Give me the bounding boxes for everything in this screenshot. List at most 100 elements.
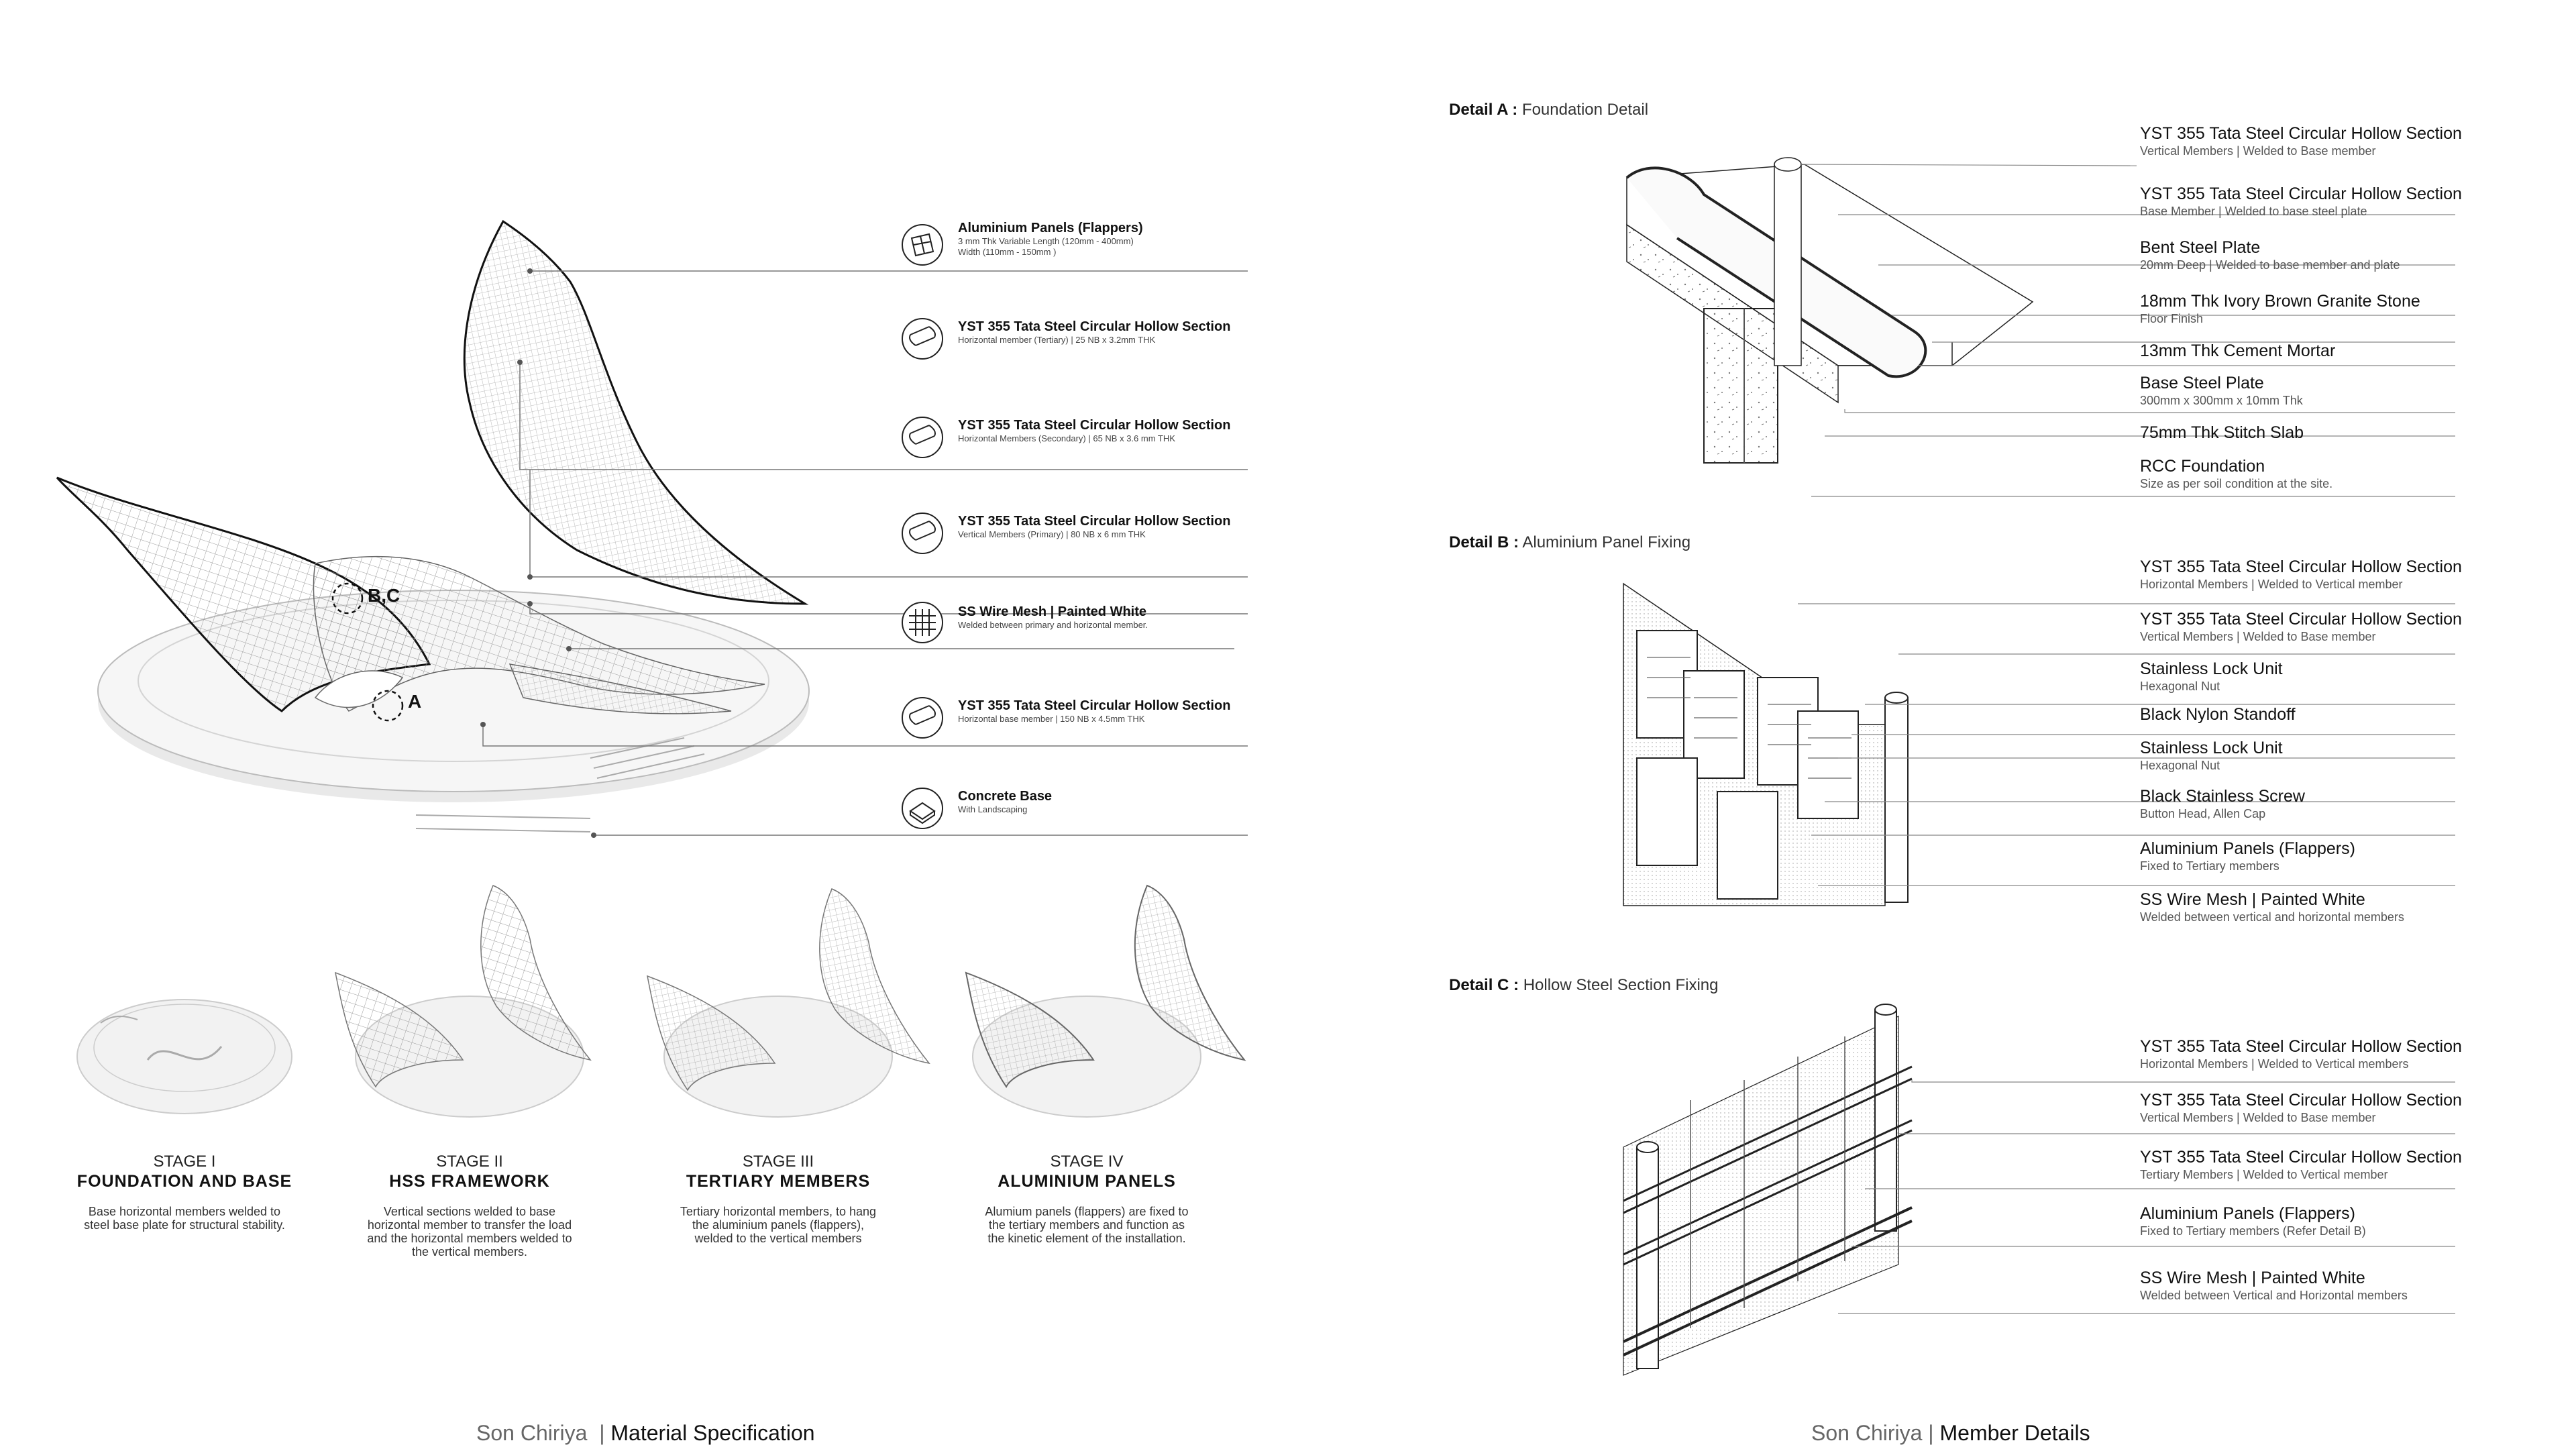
detail-item-title: SS Wire Mesh | Painted White — [2140, 1269, 2365, 1287]
base-steps — [415, 737, 705, 833]
detail-item-subtitle: 20mm Deep | Welded to base member and pl… — [2140, 258, 2400, 272]
detail-item-subtitle: Fixed to Tertiary members — [2140, 859, 2279, 873]
stage-1-thumb — [76, 999, 292, 1114]
stage-name: TERTIARY MEMBERS — [686, 1172, 871, 1191]
detail-item-subtitle: 300mm x 300mm x 10mm Thk — [2140, 394, 2303, 407]
left-label-subtitle: Width (110mm - 150mm ) — [958, 247, 1057, 257]
detail-name: Aluminium Panel Fixing — [1522, 533, 1691, 551]
detail-item-title: RCC Foundation — [2140, 457, 2265, 476]
detail-item-subtitle: Base Member | Welded to base steel plate — [2140, 205, 2367, 218]
detail-item-subtitle: Size as per soil condition at the site. — [2140, 477, 2333, 490]
detail-item: Black Nylon Standoff — [2140, 704, 2296, 724]
left-label-item: YST 355 Tata Steel Circular Hollow Secti… — [958, 513, 1230, 540]
left-label-title: YST 355 Tata Steel Circular Hollow Secti… — [958, 514, 1231, 529]
detail-heading: Detail B : Aluminium Panel Fixing — [1449, 533, 1690, 552]
stage-name: HSS FRAMEWORK — [389, 1172, 550, 1191]
detail-item-subtitle: Welded between Vertical and Horizontal m… — [2140, 1289, 2408, 1302]
stage-description-line: horizontal member to transfer the load — [367, 1218, 572, 1232]
wing-opening — [314, 670, 404, 708]
detail-item: YST 355 Tata Steel Circular Hollow Secti… — [2140, 123, 2462, 158]
detail-key: Detail B : — [1449, 533, 1519, 551]
detail-b-leaders — [1798, 603, 2455, 886]
stage-number: STAGE II — [436, 1152, 503, 1171]
detail-item-subtitle: Hexagonal Nut — [2140, 759, 2220, 772]
detail-item-subtitle: Floor Finish — [2140, 312, 2204, 325]
detail-item: Aluminium Panels (Flappers)Fixed to Tert… — [2140, 839, 2355, 873]
left-label-subtitle: Horizontal Members (Secondary) | 65 NB x… — [958, 433, 1175, 443]
detail-item-subtitle: Vertical Members | Welded to Base member — [2140, 144, 2376, 158]
detail-item-title: Stainless Lock Unit — [2140, 659, 2283, 678]
detail-item-title: Aluminium Panels (Flappers) — [2140, 1204, 2355, 1223]
left-label-item: YST 355 Tata Steel Circular Hollow Secti… — [958, 698, 1230, 724]
detail-item-title: Aluminium Panels (Flappers) — [2140, 839, 2355, 858]
stage-name: ALUMINIUM PANELS — [998, 1172, 1176, 1191]
detail-item: Aluminium Panels (Flappers)Fixed to Tert… — [2140, 1203, 2366, 1238]
detail-item-subtitle: Horizontal Members | Welded to Vertical … — [2140, 1057, 2409, 1071]
detail-item: 75mm Thk Stitch Slab — [2140, 423, 2304, 443]
detail-item: YST 355 Tata Steel Circular Hollow Secti… — [2140, 184, 2462, 219]
detail-item: YST 355 Tata Steel Circular Hollow Secti… — [2140, 1090, 2462, 1125]
stage-description-line: and the horizontal members welded to — [367, 1232, 572, 1245]
stage-description-line: welded to the vertical members — [694, 1232, 862, 1245]
stage-description-line: the vertical members. — [411, 1245, 528, 1258]
left-label-subtitle: Vertical Members (Primary) | 80 NB x 6 m… — [958, 529, 1146, 539]
footer-right-project: Son Chiriya — [1811, 1421, 1923, 1445]
detail-item-title: Black Nylon Standoff — [2140, 705, 2296, 724]
left-label-subtitle: Welded between primary and horizontal me… — [958, 620, 1148, 630]
detail-item-title: YST 355 Tata Steel Circular Hollow Secti… — [2140, 1091, 2462, 1110]
detail-item-title: Base Steel Plate — [2140, 374, 2264, 392]
callout-a-label: A — [408, 691, 422, 712]
main-axonometric — [56, 219, 1248, 838]
detail-item-title: 13mm Thk Cement Mortar — [2140, 341, 2336, 360]
stage-description-line: Alumium panels (flappers) are fixed to — [985, 1205, 1189, 1218]
detail-item-title: YST 355 Tata Steel Circular Hollow Secti… — [2140, 557, 2462, 576]
detail-key: Detail C : — [1449, 976, 1519, 994]
detail-item-title: Bent Steel Plate — [2140, 238, 2261, 257]
detail-item-title: SS Wire Mesh | Painted White — [2140, 890, 2365, 909]
stage-description-line: the aluminium panels (flappers), — [692, 1218, 865, 1232]
callout-bc-label: B,C — [368, 585, 400, 606]
stage-description-line: the kinetic element of the installation. — [987, 1232, 1186, 1245]
detail-item-title: YST 355 Tata Steel Circular Hollow Secti… — [2140, 184, 2462, 203]
detail-item-title: 18mm Thk Ivory Brown Granite Stone — [2140, 292, 2420, 311]
left-label-title: YST 355 Tata Steel Circular Hollow Secti… — [958, 698, 1231, 713]
footer-left-project: Son Chiriya — [476, 1421, 588, 1445]
detail-item: YST 355 Tata Steel Circular Hollow Secti… — [2140, 609, 2462, 644]
detail-item-title: YST 355 Tata Steel Circular Hollow Secti… — [2140, 124, 2462, 143]
stage-number: STAGE IV — [1050, 1152, 1124, 1171]
stage-4-thumb — [965, 884, 1246, 1118]
left-label-item: YST 355 Tata Steel Circular Hollow Secti… — [958, 417, 1230, 444]
detail-item-subtitle: Button Head, Allen Cap — [2140, 807, 2266, 820]
stage-2-thumb — [334, 885, 592, 1118]
detail-c-leaders — [1838, 1080, 2455, 1314]
left-label-item: YST 355 Tata Steel Circular Hollow Secti… — [958, 319, 1230, 345]
detail-item-title: Black Stainless Screw — [2140, 787, 2305, 806]
stage-number: STAGE I — [153, 1152, 216, 1171]
left-label-title: YST 355 Tata Steel Circular Hollow Secti… — [958, 418, 1231, 433]
right-wing — [463, 219, 809, 605]
footer-right-section: Member Details — [1939, 1421, 2090, 1445]
left-label-title: SS Wire Mesh | Painted White — [958, 604, 1147, 619]
detail-item-subtitle: Tertiary Members | Welded to Vertical me… — [2140, 1168, 2388, 1181]
callout-a-circle — [372, 690, 404, 722]
label-icons — [902, 224, 943, 829]
detail-item: Base Steel Plate 300mm x 300mm x 10mm Thk — [2140, 373, 2303, 408]
detail-item-title: YST 355 Tata Steel Circular Hollow Secti… — [2140, 1148, 2462, 1167]
detail-name: Hollow Steel Section Fixing — [1523, 976, 1719, 994]
detail-item-subtitle: Vertical Members | Welded to Base member — [2140, 1111, 2376, 1124]
stage-description-line: the tertiary members and function as — [988, 1218, 1185, 1232]
left-label-subtitle: 3 mm Thk Variable Length (120mm - 400mm) — [958, 236, 1134, 246]
stage-description-line: Base horizontal members welded to — [88, 1205, 281, 1218]
detail-item-title: YST 355 Tata Steel Circular Hollow Secti… — [2140, 610, 2462, 629]
detail-a-leaders — [1811, 214, 2455, 497]
